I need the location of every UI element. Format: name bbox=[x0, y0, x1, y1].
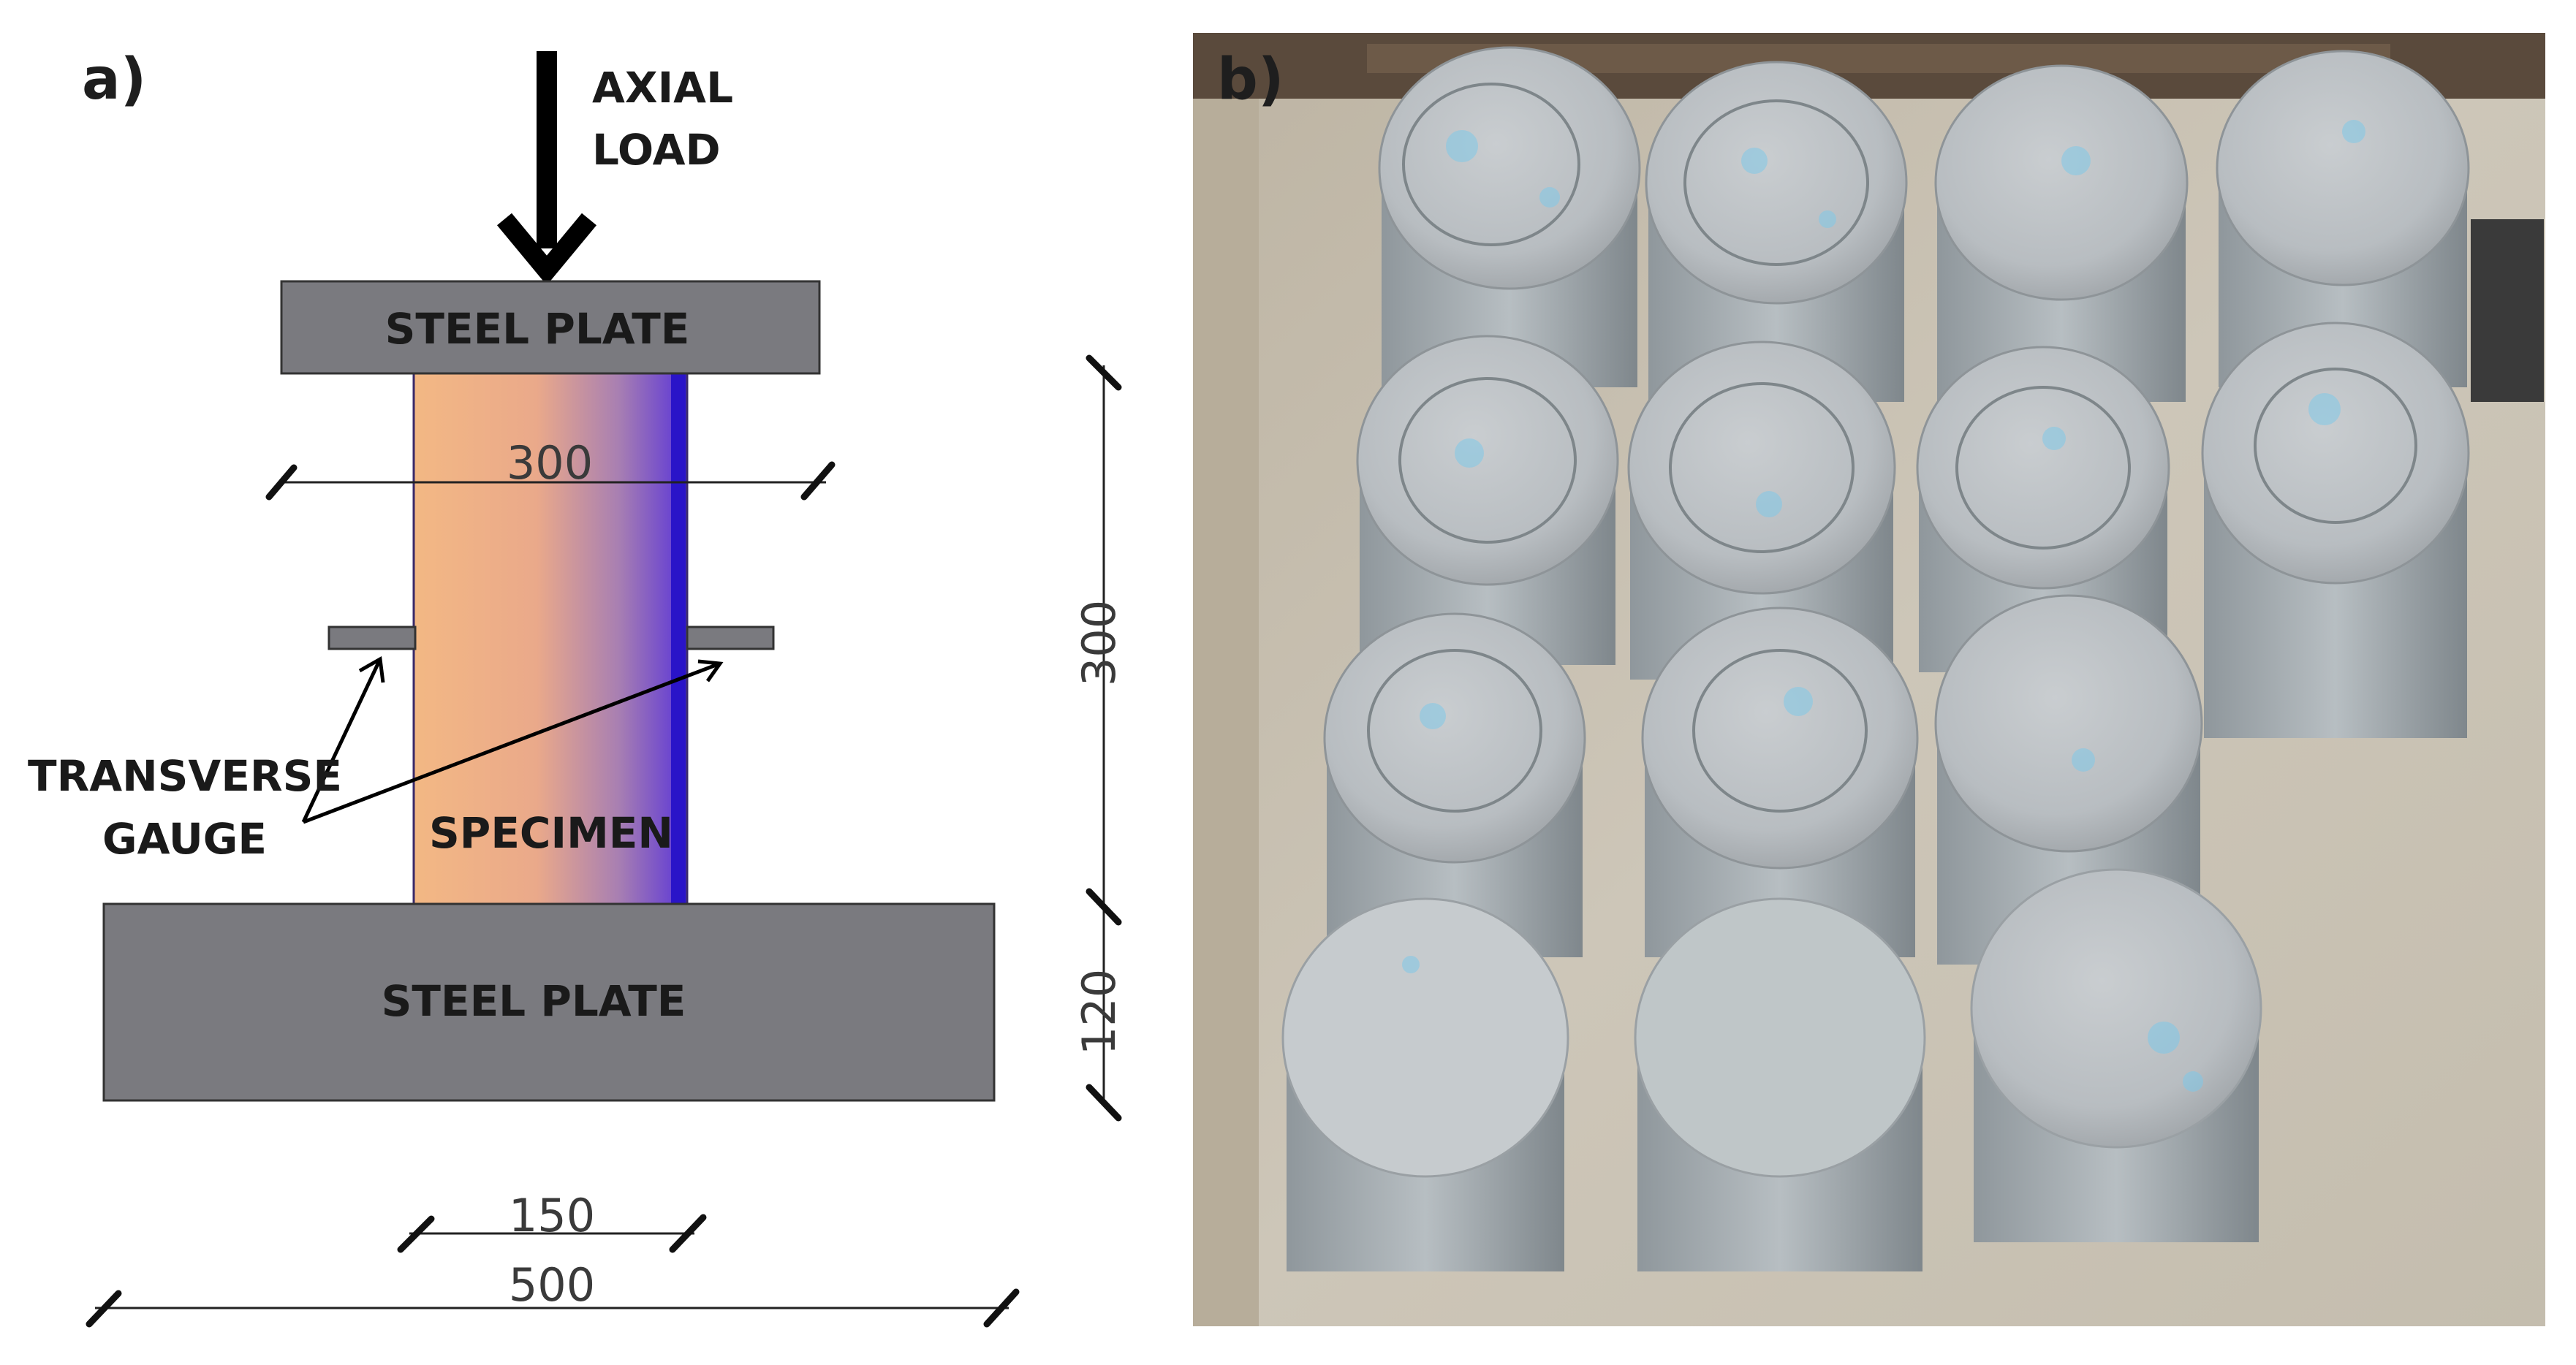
panel-b-photo: b) bbox=[1193, 33, 2545, 1326]
cylinder bbox=[1970, 868, 2262, 1242]
vertical-dimension-line bbox=[1086, 354, 1122, 1122]
cylinder bbox=[1378, 46, 1641, 387]
gauge-pointer-arrows bbox=[301, 655, 724, 824]
plate-width-label: 500 bbox=[509, 1258, 595, 1312]
transverse-gauge-left bbox=[327, 626, 417, 650]
cylinder bbox=[2201, 322, 2470, 738]
top-steel-plate bbox=[280, 280, 821, 375]
specimen-width-label: 150 bbox=[509, 1189, 595, 1242]
inner-dimension-label: 300 bbox=[507, 436, 593, 490]
specimen-edge bbox=[671, 371, 686, 906]
specimen-height-label: 300 bbox=[1072, 600, 1126, 686]
plate-width-dimension-line bbox=[86, 1288, 1020, 1328]
concrete-cylinders bbox=[1281, 46, 2470, 1271]
bottom-steel-plate bbox=[102, 902, 996, 1102]
top-steel-plate-label: STEEL PLATE bbox=[385, 304, 690, 354]
inner-dimension-line bbox=[265, 461, 836, 501]
transverse-gauge-label-line2: GAUGE bbox=[102, 814, 267, 864]
axial-load-arrow bbox=[496, 51, 597, 286]
panel-b-label: b) bbox=[1217, 47, 1284, 113]
background-object bbox=[2471, 219, 2544, 402]
specimen-width-dimension-line bbox=[397, 1214, 707, 1253]
blue-markings bbox=[1402, 120, 2365, 1092]
cylinder bbox=[1356, 335, 1619, 665]
cylinder bbox=[2216, 50, 2470, 387]
panel-a-label: a) bbox=[82, 47, 146, 113]
bottom-plate-height-label: 120 bbox=[1072, 969, 1126, 1055]
cylinder bbox=[1281, 897, 1569, 1271]
specimen-label: SPECIMEN bbox=[429, 808, 673, 858]
panel-a-diagram: a) AXIAL LOAD SPECIMEN STEEL PLATE STEEL… bbox=[28, 47, 1126, 1328]
axial-load-label-line2: LOAD bbox=[592, 125, 721, 175]
bottom-steel-plate-label: STEEL PLATE bbox=[382, 976, 686, 1026]
cylinder bbox=[1641, 607, 1919, 957]
transverse-gauge-right bbox=[686, 626, 775, 650]
transverse-gauge-label-line1: TRANSVERSE bbox=[28, 751, 342, 801]
cylinder bbox=[1634, 897, 1926, 1271]
axial-load-label-line1: AXIAL bbox=[592, 63, 733, 113]
